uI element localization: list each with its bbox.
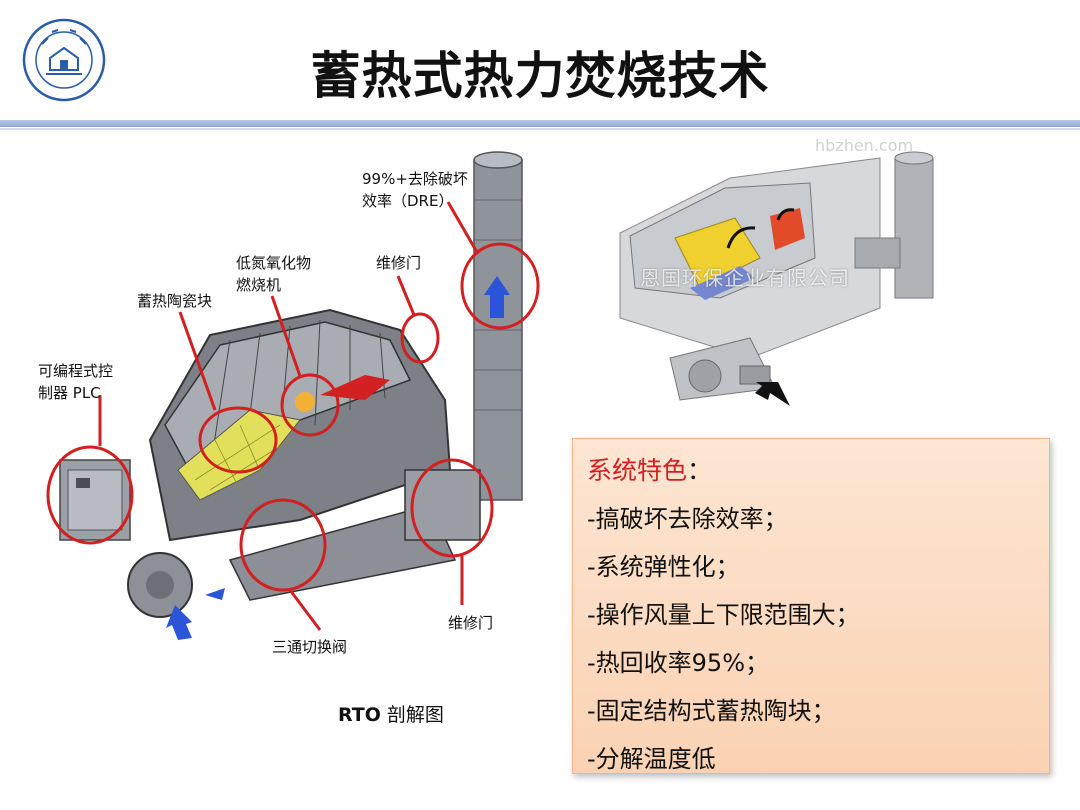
exhaust-stack: [473, 151, 523, 501]
plc-label: 可编程式控 制器 PLC: [38, 362, 114, 402]
plc-cabinet: [59, 459, 131, 541]
rto-photo: [619, 151, 934, 406]
feature-item: -固定结构式蓄热陶块；: [587, 697, 836, 725]
page-title: 蓄热式热力焚烧技术: [310, 47, 770, 105]
caption-rto: RTO: [338, 704, 381, 726]
inlet-fan: [127, 552, 225, 640]
maintenance-door-top-label: 维修门: [376, 254, 422, 272]
caption-text: 剖解图: [386, 704, 444, 726]
dre-label: 99%+去除破坏 效率（DRE）: [362, 170, 468, 210]
features-panel: 系统特色： -搞破坏去除效率； -系统弹性化； -操作风量上下限范围大； -热回…: [572, 438, 1050, 774]
rto-cutaway-diagram: [46, 151, 540, 640]
feature-item: -系统弹性化；: [587, 553, 740, 581]
feature-item: -分解温度低: [587, 745, 716, 773]
ceramic-block-label: 蓄热陶瓷块: [137, 292, 213, 310]
three-way-valve-label: 三通切换阀: [272, 638, 348, 656]
burner-label: 低氮氧化物 燃烧机: [236, 254, 312, 294]
title-divider-shadow: [0, 128, 1080, 130]
feature-item: -热回收率95%；: [587, 649, 770, 677]
university-seal-icon: [22, 18, 106, 102]
rto-body: [148, 308, 481, 601]
maintenance-door-bottom-label: 维修门: [448, 614, 494, 632]
features-list: -搞破坏去除效率； -系统弹性化； -操作风量上下限范围大； -热回收率95%；…: [587, 495, 860, 783]
photo-watermark-top: hbzhen.com: [815, 136, 914, 155]
features-title-text: 系统特色: [587, 456, 688, 485]
features-title-colon: ：: [687, 456, 713, 485]
feature-item: -搞破坏去除效率；: [587, 505, 788, 533]
features-title: 系统特色：: [587, 451, 712, 487]
title-divider: [0, 120, 1080, 127]
feature-item: -操作风量上下限范围大；: [587, 601, 860, 629]
photo-watermark: 恩国环保企业有限公司: [640, 266, 850, 290]
